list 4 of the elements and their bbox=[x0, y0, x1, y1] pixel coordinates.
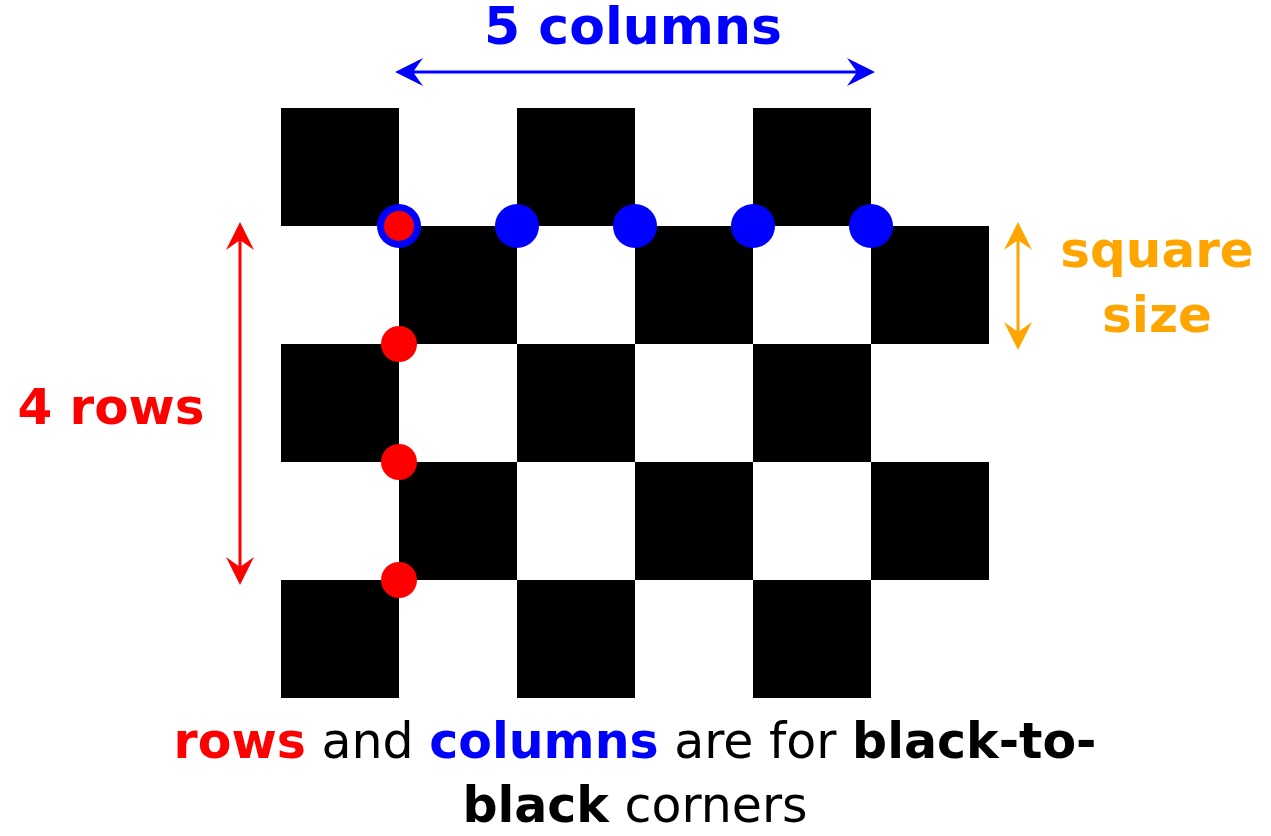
caption: rows and columns are for black-to-black corners bbox=[172, 712, 1098, 836]
dimension-label: 4 rows bbox=[16, 377, 206, 438]
dimension-label: 5 columns bbox=[483, 0, 783, 58]
dimension-label: square size bbox=[1059, 220, 1255, 346]
